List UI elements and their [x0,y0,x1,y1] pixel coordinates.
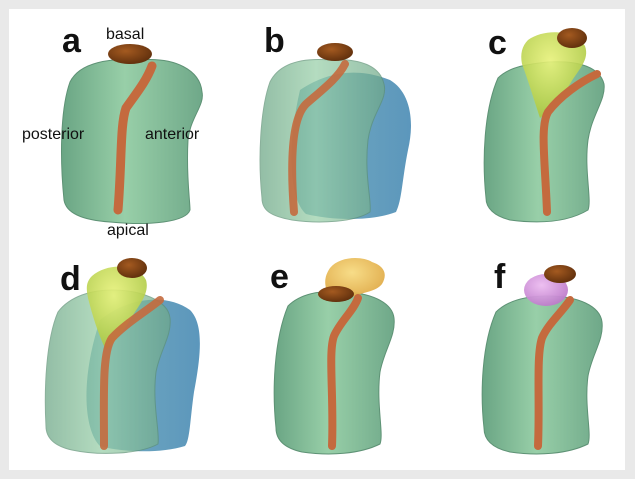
panel-label-c: c [488,26,507,60]
basal-cap [108,44,152,64]
basal-cap [557,28,587,48]
annotation-apical: apical [107,223,149,239]
annotation-posterior: posterior [22,127,84,143]
panel-b [260,43,411,222]
panel-label-e: e [270,260,289,294]
annotation-anterior: anterior [145,127,199,143]
panel-label-a: a [62,24,81,58]
annotation-basal: basal [106,27,144,43]
basal-cap [544,265,576,283]
panel-label-d: d [60,262,81,296]
panel-e [274,258,394,454]
basal-cap [317,43,353,61]
cochlea-body [260,60,385,222]
basal-cap [318,286,354,302]
panel-label-b: b [264,24,285,58]
panel-label-f: f [494,260,505,294]
basal-cap [117,258,147,278]
